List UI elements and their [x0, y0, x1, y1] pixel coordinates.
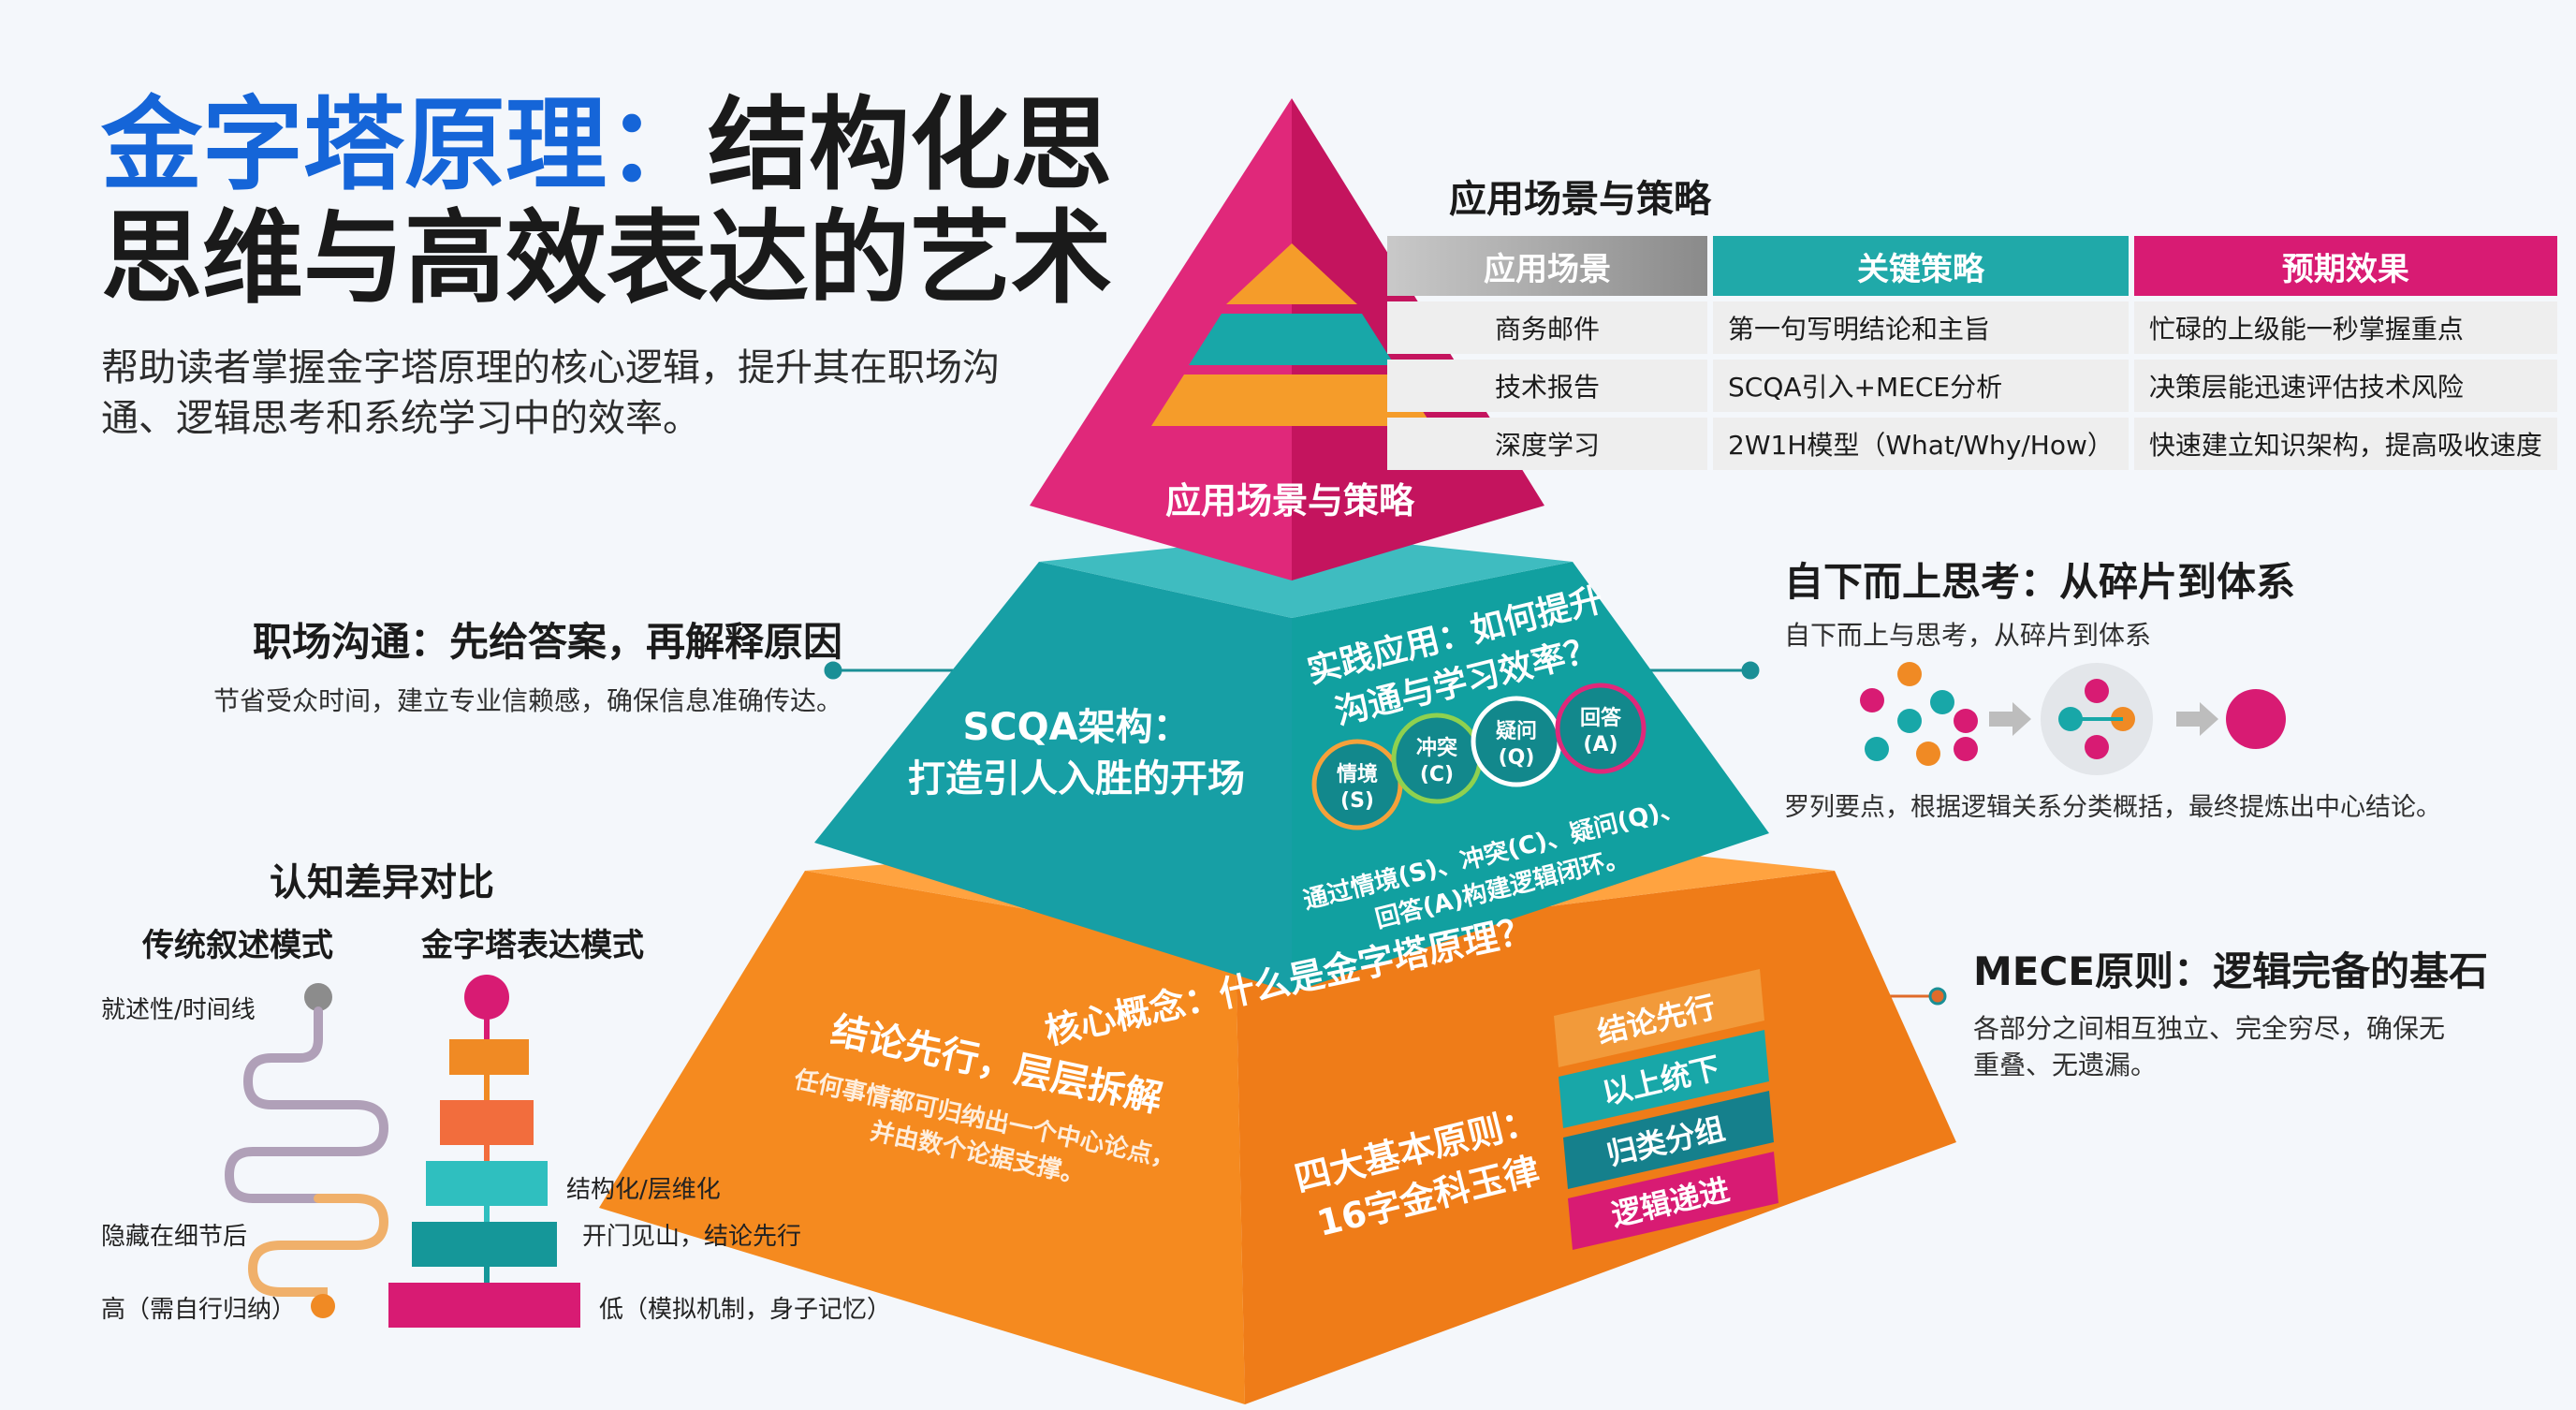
table-cell: SCQA引入+MECE分析	[1713, 360, 2129, 412]
cycle-q-code: (Q)	[1499, 746, 1535, 770]
cognitive-col-right: 金字塔表达模式	[421, 927, 644, 964]
bottom-up-desc: 罗列要点，根据逻辑关系分类概括，最终提炼出中心结论。	[1784, 793, 2441, 822]
bottom-up-flow	[1860, 662, 2286, 775]
pyramid-blocks-icon	[388, 975, 580, 1328]
table-cell: 快速建立知识架构，提高吸收速度	[2133, 418, 2557, 470]
pyramid-label-2: 开门见山，结论先行	[582, 1223, 802, 1251]
table-header-scene: 应用场景	[1387, 236, 1707, 296]
subtitle-line2: 通、逻辑思考和系统学习中的效率。	[101, 396, 700, 440]
mini-pyramid-icon	[1151, 243, 1432, 426]
subtitle-line1: 帮助读者掌握金字塔原理的核心逻辑，提升其在职场沟	[101, 345, 1000, 389]
table-row: 深度学习 2W1H模型（What/Why/How） 快速建立知识架构，提高吸收速…	[1387, 418, 2557, 470]
cognitive-title: 认知差异对比	[270, 861, 494, 904]
page-subtitle: 帮助读者掌握金字塔原理的核心逻辑，提升其在职场沟 通、逻辑思考和系统学习中的效率…	[101, 343, 1112, 444]
cycle-a	[1555, 683, 1647, 774]
principle-bar-4	[1568, 1152, 1778, 1250]
table-cell: 2W1H模型（What/Why/How）	[1713, 418, 2129, 470]
page-title-line1: 金字塔原理：结构化思	[101, 87, 1113, 204]
strategy-heading: 应用场景与策略	[1449, 178, 1711, 221]
cognitive-col-left: 传统叙述模式	[142, 927, 333, 964]
title-rest: 结构化思	[708, 87, 1113, 204]
principle-bars	[1554, 969, 1778, 1250]
cycle-s-name: 情境	[1337, 762, 1378, 786]
cycle-c-name: 冲突	[1416, 736, 1457, 760]
cycle-s-code: (S)	[1340, 789, 1374, 813]
cycle-a-code: (A)	[1583, 733, 1617, 756]
traditional-label-2: 隐藏在细节后	[101, 1223, 248, 1251]
table-cell: 第一句写明结论和主旨	[1713, 301, 2129, 354]
table-header-effect: 预期效果	[2133, 236, 2557, 296]
mece-title: MECE原则：逻辑完备的基石	[1973, 948, 2488, 994]
page-title-line2: 思维与高效表达的艺术	[101, 199, 1113, 317]
table-row: 商务邮件 第一句写明结论和主旨 忙碌的上级能一秒掌握重点	[1387, 301, 2557, 354]
bottom-up-subtitle: 自下而上与思考，从碎片到体系	[1784, 620, 2152, 651]
mece-section: MECE原则：逻辑完备的基石 各部分之间相互独立、完全穷尽，确保无 重叠、无遗漏…	[1973, 940, 2497, 1083]
table-row: 技术报告 SCQA引入+MECE分析 决策层能迅速评估技术风险	[1387, 360, 2557, 412]
principle-bar-1	[1554, 969, 1764, 1067]
grouping-icon	[2041, 663, 2153, 775]
header: 金字塔原理：结构化思 思维与高效表达的艺术 帮助读者掌握金字塔原理的核心逻辑，提…	[101, 87, 1113, 444]
table-cell: 技术报告	[1387, 360, 1707, 412]
arrow-right-icon	[2176, 702, 2218, 736]
traditional-path-icon	[224, 983, 389, 1318]
cycle-c-code: (C)	[1420, 763, 1454, 786]
principle-bar-2	[1559, 1030, 1769, 1128]
workplace-desc: 节省受众时间，建立专业信赖感，确保信息准确传达。	[212, 685, 842, 716]
workplace-title: 职场沟通：先给答案，再解释原因	[252, 619, 842, 665]
arrow-right-icon	[1989, 702, 2031, 736]
scqa-title-line1: SCQA架构：	[962, 706, 1190, 749]
principle-bar-3	[1563, 1091, 1774, 1189]
title-highlight: 金字塔原理：	[101, 87, 709, 204]
traditional-label-3: 高（需自行归纳）	[101, 1296, 297, 1324]
table-cell: 商务邮件	[1387, 301, 1707, 354]
mece-desc-line1: 各部分之间相互独立、完全穷尽，确保无	[1973, 1013, 2446, 1044]
mece-desc-line2: 重叠、无遗漏。	[1973, 1050, 2158, 1081]
bottom-up-section: 自下而上思考：从碎片到体系 自下而上与思考，从碎片到体系	[1784, 551, 2295, 654]
top-tier-label: 应用场景与策略	[1165, 480, 1415, 521]
table-cell: 决策层能迅速评估技术风险	[2133, 360, 2557, 412]
traditional-label-1: 就述性/时间线	[101, 996, 256, 1024]
conclusion-dot-icon	[2226, 689, 2286, 749]
cycle-a-name: 回答	[1580, 706, 1622, 730]
bottom-up-title: 自下而上思考：从碎片到体系	[1784, 559, 2296, 605]
pyramid-label-1: 结构化/层维化	[566, 1176, 721, 1204]
scqa-cycle	[1311, 683, 1647, 830]
scattered-dots-icon	[1860, 662, 1978, 766]
table-header-strategy: 关键策略	[1713, 236, 2129, 296]
workplace-section: 职场沟通：先给答案，再解释原因 节省受众时间，建立专业信赖感，确保信息准确传达。	[168, 610, 842, 719]
scqa-title-line2: 打造引人入胜的开场	[908, 757, 1245, 800]
strategy-table: 应用场景 关键策略 预期效果 商务邮件 第一句写明结论和主旨 忙碌的上级能一秒掌…	[1382, 230, 2563, 476]
cycle-q-name: 疑问	[1496, 720, 1537, 743]
table-cell: 深度学习	[1387, 418, 1707, 470]
table-cell: 忙碌的上级能一秒掌握重点	[2133, 301, 2557, 354]
pyramid-label-3: 低（模拟机制，身子记忆）	[599, 1296, 892, 1324]
